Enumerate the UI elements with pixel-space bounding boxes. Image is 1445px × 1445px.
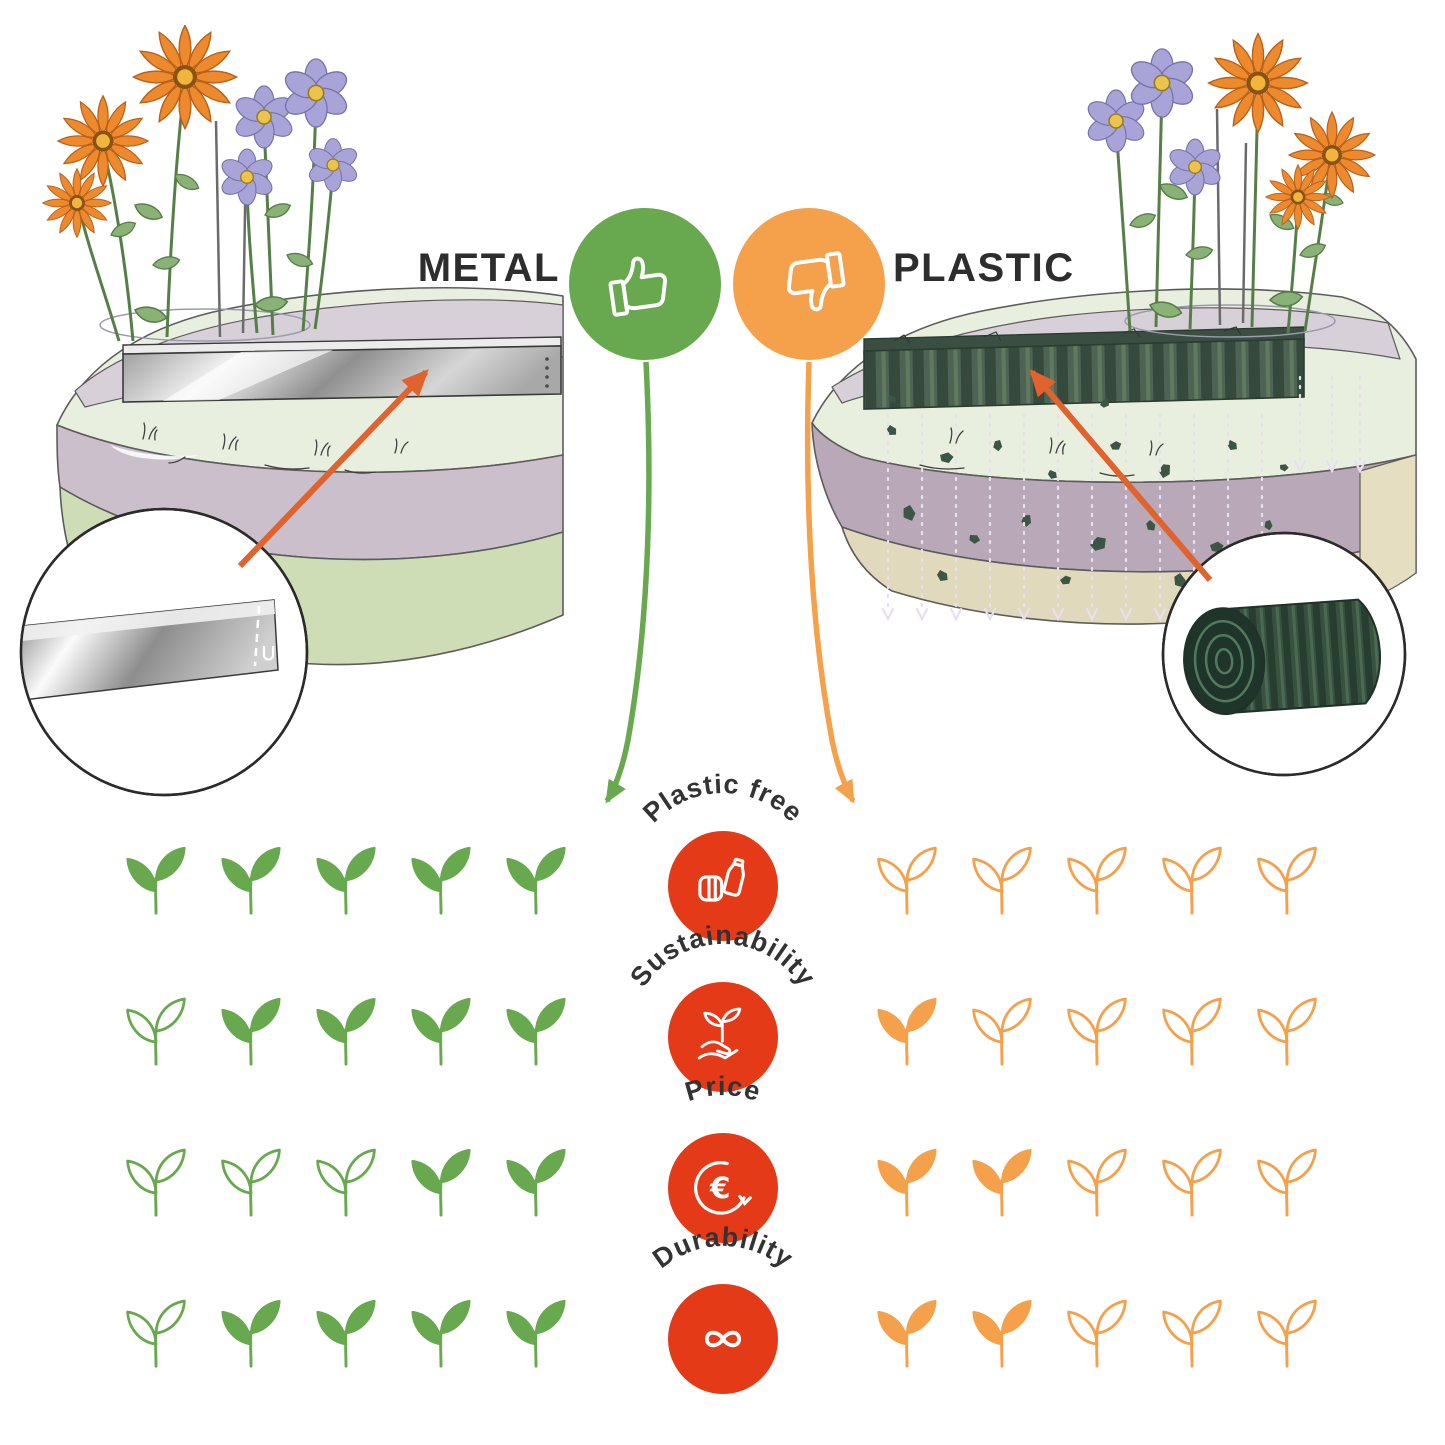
- rating-row-plastic-free: Plastic free: [0, 768, 1445, 951]
- category-badge-col: Price €: [585, 1070, 860, 1253]
- purple-flower: [232, 86, 296, 148]
- rating-row-sustainability: Sustainability: [0, 919, 1445, 1102]
- metal-rating-leaves: [0, 951, 585, 1102]
- plastic-rating-leaves: [860, 951, 1445, 1102]
- leaf-filled-icon: [506, 997, 566, 1066]
- leaf-filled-icon: [877, 1299, 937, 1368]
- leaf-outline-icon: [1257, 846, 1317, 915]
- leaf-filled-icon: [506, 846, 566, 915]
- category-label: Price: [681, 1070, 764, 1106]
- metal-edging-closeup-inset: [19, 507, 309, 797]
- category-badge-col: Durability: [585, 1221, 860, 1404]
- ratings-comparison: Plastic free: [0, 768, 1445, 1404]
- metal-flowers: [43, 25, 360, 342]
- leaf-filled-icon: [411, 997, 471, 1066]
- svg-text:€: €: [708, 1170, 729, 1204]
- rating-row-durability: Durability: [0, 1221, 1445, 1404]
- metal-verdict-badge: [569, 208, 721, 360]
- leaf-outline-icon: [1067, 1148, 1127, 1217]
- metal-rating-leaves: [0, 1102, 585, 1253]
- leaf-filled-icon: [411, 846, 471, 915]
- grass-highlight: [110, 445, 200, 460]
- leaf-outline-icon: [1162, 997, 1222, 1066]
- plastic-rating-leaves: [860, 1253, 1445, 1404]
- leaf-outline-icon: [1257, 1299, 1317, 1368]
- plastic-roll-closeup-inset: [1161, 531, 1407, 777]
- leaf-outline-icon: [221, 1148, 281, 1217]
- plastic-rating-leaves: [860, 800, 1445, 951]
- plastic-title: PLASTIC: [893, 246, 1075, 290]
- category-label: Durability: [647, 1221, 799, 1273]
- orange-flower: [58, 96, 148, 186]
- leaf-filled-icon: [411, 1299, 471, 1368]
- leaf-outline-icon: [316, 1148, 376, 1217]
- leaf-outline-icon: [1162, 1148, 1222, 1217]
- thumbs-up-icon: [608, 256, 668, 317]
- metal-title: METAL: [417, 246, 560, 290]
- category-badge: Sustainability: [624, 919, 822, 1092]
- leaf-filled-icon: [126, 846, 186, 915]
- leaf-filled-icon: [316, 846, 376, 915]
- category-badge: Durability: [647, 1221, 799, 1394]
- plastic-roll-closeup: [1183, 598, 1382, 716]
- leaf-filled-icon: [506, 1299, 566, 1368]
- metal-rating-leaves: [0, 800, 585, 951]
- orange-flower: [1209, 34, 1308, 133]
- leaf-outline-icon: [877, 846, 937, 915]
- leaf-outline-icon: [126, 997, 186, 1066]
- plastic-edging-strip: [863, 326, 1305, 410]
- leaf-filled-icon: [316, 1299, 376, 1368]
- category-label: Plastic free: [637, 768, 809, 827]
- euro-price-drop-icon: €: [693, 1160, 752, 1215]
- category-badge: Price €: [667, 1070, 778, 1243]
- orange-flower: [133, 25, 236, 128]
- category-badge: Plastic free: [637, 768, 809, 941]
- plastic-verdict-badge: [733, 208, 885, 360]
- purple-flower: [281, 59, 351, 127]
- rating-row-price: Price €: [0, 1070, 1445, 1253]
- leaf-filled-icon: [221, 1299, 281, 1368]
- metal-edging-strip: [122, 336, 562, 403]
- leaf-outline-icon: [126, 1148, 186, 1217]
- metal-rating-leaves: [0, 1253, 585, 1404]
- leaf-outline-icon: [1067, 846, 1127, 915]
- plastic-flowers: [1084, 34, 1375, 338]
- thumbs-down-icon: [786, 251, 846, 312]
- category-badge-col: Plastic free: [585, 768, 860, 951]
- leaf-filled-icon: [316, 997, 376, 1066]
- leaf-filled-icon: [221, 997, 281, 1066]
- leaf-filled-icon: [221, 846, 281, 915]
- infinity-icon: [704, 1330, 741, 1347]
- leaf-outline-icon: [972, 846, 1032, 915]
- leaf-filled-icon: [506, 1148, 566, 1217]
- leaf-filled-icon: [972, 1148, 1032, 1217]
- leaf-filled-icon: [972, 1299, 1032, 1368]
- category-badge-col: Sustainability: [585, 919, 860, 1102]
- metal-strip-closeup: [21, 599, 279, 703]
- leaf-outline-icon: [1162, 1299, 1222, 1368]
- leaf-outline-icon: [1067, 1299, 1127, 1368]
- leaf-outline-icon: [1162, 846, 1222, 915]
- leaf-filled-icon: [411, 1148, 471, 1217]
- leaf-outline-icon: [1257, 1148, 1317, 1217]
- leaf-outline-icon: [1067, 997, 1127, 1066]
- no-plastic-bottle-icon: [697, 857, 745, 902]
- leaf-filled-icon: [877, 997, 937, 1066]
- leaf-outline-icon: [126, 1299, 186, 1368]
- category-circle: [667, 1132, 778, 1243]
- leaf-outline-icon: [972, 997, 1032, 1066]
- leaf-outline-icon: [1257, 997, 1317, 1066]
- hand-sprout-icon: [697, 1007, 741, 1059]
- leaf-filled-icon: [877, 1148, 937, 1217]
- category-label: Sustainability: [624, 919, 822, 991]
- plastic-rating-leaves: [860, 1102, 1445, 1253]
